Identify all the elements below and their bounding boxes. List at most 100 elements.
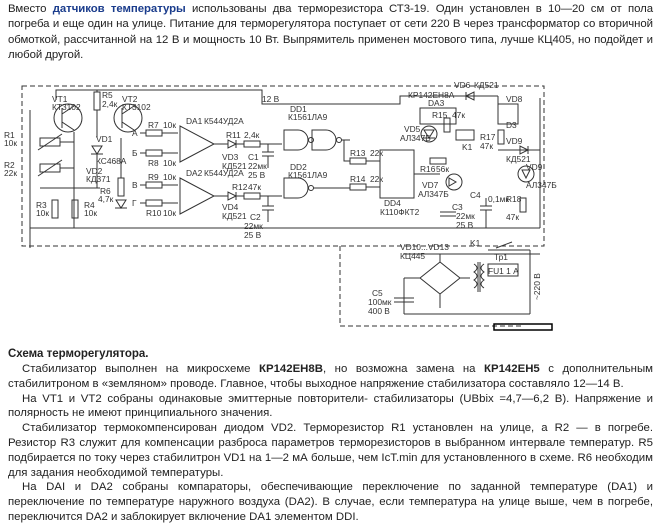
label-r5: R5 (102, 90, 113, 100)
label-vd5: VD5 (404, 124, 421, 134)
label-g: Г (132, 198, 137, 208)
label-c2-val: 22мк (244, 221, 263, 231)
intro-text-2: использованы два терморезистора СТ3-19. … (8, 3, 653, 62)
label-k1: K1 (462, 142, 473, 152)
label-vd9b-type: АЛ347Б (526, 180, 557, 190)
label-r7: R7 (148, 120, 159, 130)
label-r3: R3 (36, 200, 47, 210)
label-vd5-type: АЛ347Б (400, 133, 431, 143)
label-b: Б (132, 148, 138, 158)
dd4-chip (379, 149, 415, 199)
label-vd7-type: АЛ347Б (418, 189, 449, 199)
thermoregulator-schematic: VT1 КТ3102 VT2 КТ3102 R5 2,4к VD1 КС468А… (4, 80, 557, 331)
label-r14: R14 (350, 174, 366, 184)
label-vd1: VD1 (96, 134, 113, 144)
label-vd3-type: КД521 (222, 161, 247, 171)
label-r5-val: 2,4к (102, 99, 118, 109)
p1-bold-kr142en5: КР142ЕН5 (484, 363, 540, 375)
label-r14-val: 22к (370, 174, 383, 184)
label-da2: DA2 (186, 168, 203, 178)
label-vd9: VD9 (506, 136, 523, 146)
label-vd2-type: КД371 (86, 174, 111, 184)
label-d3: D3 (506, 120, 517, 130)
intro-text-1: Вместо (8, 3, 53, 15)
label-vd7: VD7 (422, 180, 439, 190)
vt1-transistor (53, 103, 83, 133)
label-c1-v: 25 В (248, 170, 266, 180)
label-r13: R13 (350, 148, 366, 158)
label-r13-val: 22к (370, 148, 383, 158)
label-r16: R16 (420, 164, 436, 174)
label-dd1: DD1 (290, 104, 307, 114)
label-r2: R2 (4, 160, 15, 170)
label-r1-val: 10к (4, 138, 17, 148)
label-mains: ~220 В (532, 273, 542, 300)
label-c5: C5 (372, 288, 383, 298)
diode-bridge (419, 261, 461, 295)
label-r6: R6 (100, 186, 111, 196)
section-body: Стабилизатор выполнен на микросхеме КР14… (8, 362, 653, 525)
label-r9-val: 10к (163, 172, 176, 182)
label-r17-val: 47к (480, 141, 493, 151)
label-c2: C2 (250, 212, 261, 222)
label-r10-val: 10к (163, 208, 176, 218)
label-c3-v: 25 В (456, 220, 474, 230)
label-r3-val: 10к (36, 208, 49, 218)
label-tr1: Тр1 (494, 252, 508, 262)
intro-paragraph: Вместо датчиков температуры использованы… (8, 2, 653, 64)
da2-comparator (179, 177, 216, 215)
label-r7-val: 10к (163, 120, 176, 130)
label-r12: R12 (232, 182, 248, 192)
label-vd2: VD2 (86, 166, 103, 176)
label-r8: R8 (148, 158, 159, 168)
label-vt1-type: КТ3102 (52, 102, 81, 112)
label-dd2: DD2 (290, 162, 307, 172)
label-dd1-type: К1561ЛА9 (288, 112, 328, 122)
label-vd10: VD10...VD13 (400, 242, 449, 252)
label-c4: C4 (470, 190, 481, 200)
da1-comparator (179, 125, 216, 163)
label-a: А (132, 128, 138, 138)
label-r8-val: 10к (163, 158, 176, 168)
label-da3-type: КР142ЕН8А (408, 90, 455, 100)
section-heading: Схема терморегулятора. (8, 348, 149, 360)
label-r1: R1 (4, 130, 15, 140)
p1-bold-kr142en8v: КР142ЕН8В (259, 363, 323, 375)
label-r4-val: 10к (84, 208, 97, 218)
label-c2-v: 25 В (244, 230, 262, 240)
label-fu1: FU1 1 А (488, 266, 519, 276)
paragraph-1: Стабилизатор выполнен на микросхеме КР14… (8, 362, 653, 392)
label-r15-val: 47к (452, 110, 465, 120)
label-r11-val: 2,4к (244, 130, 260, 140)
label-r18: R18 (506, 194, 522, 204)
intro-bold-link[interactable]: датчиков температуры (52, 3, 186, 15)
label-r4: R4 (84, 200, 95, 210)
label-c1-val: 22мк (248, 161, 267, 171)
label-c5-val: 100мк (368, 297, 392, 307)
label-vd6-type: КД521 (474, 80, 499, 90)
label-r16-val: 56к (436, 164, 449, 174)
label-c3-val: 22мк (456, 211, 475, 221)
label-v: В (132, 180, 138, 190)
label-da2-type: К544УД2А (204, 168, 244, 178)
label-vd4-type: КД521 (222, 211, 247, 221)
label-dd4-type: К110ФКТ2 (380, 207, 420, 217)
label-da1: DA1 (186, 116, 203, 126)
label-r12-val: 47к (248, 182, 261, 192)
paragraph-4: На DAI и DA2 собраны компараторы, обеспе… (8, 481, 653, 523)
label-vd10-type: КЦ445 (400, 251, 425, 261)
label-dd4: DD4 (384, 198, 401, 208)
label-r10: R10 (146, 208, 162, 218)
label-vd6: VD6 (454, 80, 471, 90)
vt2-transistor (113, 103, 143, 133)
label-r9: R9 (148, 172, 159, 182)
label-r11: R11 (226, 130, 241, 140)
label-vd8: VD8 (506, 94, 523, 104)
label-vt2: VT2 (122, 94, 138, 104)
label-c3: C3 (452, 202, 463, 212)
label-dd2-type: К1561ЛА9 (288, 170, 328, 180)
p1-text-a: Стабилизатор выполнен на микросхеме (22, 363, 260, 375)
paragraph-2: На VT1 и VT2 собраны одинаковые эмиттерн… (8, 392, 653, 420)
p1-text-c: , но возможна замена на (322, 363, 485, 375)
label-12v: 12 В (262, 94, 280, 104)
